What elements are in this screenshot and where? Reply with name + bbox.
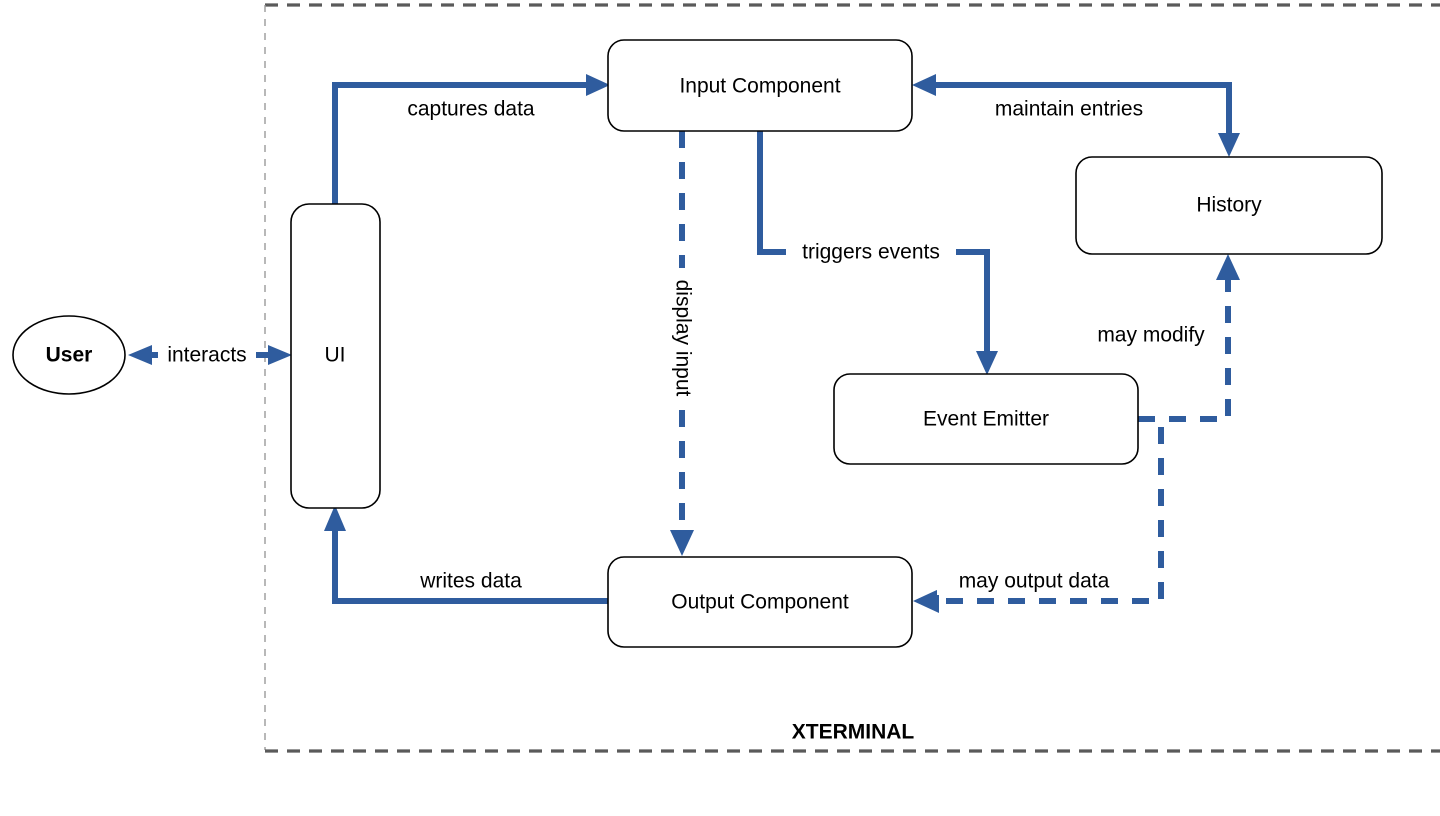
edge-label-may-output-data: may output data xyxy=(959,570,1110,593)
edge-display-input-label-bg xyxy=(668,268,696,408)
edge-maintain-entries: maintain entries xyxy=(912,74,1240,157)
edge-interacts: interacts xyxy=(128,341,292,369)
edge-may-output-data-label-bg xyxy=(937,567,1132,595)
edge-may-modify-line xyxy=(1138,268,1231,422)
node-user-shape[interactable] xyxy=(12,315,126,395)
edge-label-writes-data: writes data xyxy=(419,570,522,593)
edge-triggers-events-arrowhead xyxy=(976,351,998,375)
edge-label-interacts: interacts xyxy=(167,344,246,367)
node-input-component[interactable]: Input Component xyxy=(607,39,913,132)
node-output-component-shape[interactable] xyxy=(607,556,913,648)
node-ui-label: UI xyxy=(325,344,346,367)
node-event-emitter[interactable]: Event Emitter xyxy=(833,373,1139,465)
edge-triggers-events: triggers events xyxy=(757,131,998,375)
node-output-component-label: Output Component xyxy=(671,591,849,614)
edge-label-maintain-entries: maintain entries xyxy=(995,98,1143,121)
edge-label-display-input: display input xyxy=(671,280,694,397)
edge-display-input-arrowhead xyxy=(670,530,694,556)
edge-writes-data-arrowhead xyxy=(324,505,346,531)
edge-display-input: display input xyxy=(668,131,696,556)
edge-label-may-modify: may modify xyxy=(1097,324,1205,347)
edge-maintain-entries-line xyxy=(925,82,1232,146)
edge-may-output-data: may output data xyxy=(913,416,1164,613)
edge-interacts-arrowhead-left xyxy=(128,345,152,365)
edge-writes-data-line xyxy=(332,519,608,604)
node-event-emitter-shape[interactable] xyxy=(833,373,1139,465)
edge-label-captures-data: captures data xyxy=(407,98,535,121)
node-history[interactable]: History xyxy=(1075,156,1383,255)
edge-may-output-data-line xyxy=(928,416,1164,604)
node-input-component-label: Input Component xyxy=(679,75,840,98)
node-history-shape[interactable] xyxy=(1075,156,1383,255)
node-history-label: History xyxy=(1196,194,1262,217)
edge-maintain-entries-arrowhead-down xyxy=(1218,133,1240,157)
edge-may-modify-arrowhead xyxy=(1216,254,1240,280)
node-ui[interactable]: UI xyxy=(290,203,381,509)
edge-captures-data-line xyxy=(332,82,598,204)
edge-captures-data: captures data xyxy=(332,74,610,204)
node-event-emitter-label: Event Emitter xyxy=(923,408,1049,431)
edge-captures-data-arrowhead xyxy=(586,74,610,96)
edge-maintain-entries-arrowhead-left xyxy=(912,74,936,96)
edge-writes-data: writes data xyxy=(324,505,608,604)
boundary-title-xterminal: XTERMINAL xyxy=(792,721,915,744)
edge-label-triggers-events: triggers events xyxy=(802,241,940,264)
edge-may-output-data-arrowhead xyxy=(913,589,939,613)
node-output-component[interactable]: Output Component xyxy=(607,556,913,648)
edge-triggers-events-label-bg xyxy=(786,238,956,266)
edge-interacts-arrowhead-right xyxy=(268,345,292,365)
node-user-label: User xyxy=(46,344,93,367)
node-input-component-shape[interactable] xyxy=(607,39,913,132)
edge-interacts-label-bg xyxy=(158,341,256,369)
node-user[interactable]: User xyxy=(12,315,126,395)
node-ui-shape[interactable] xyxy=(290,203,381,509)
xterminal-boundary xyxy=(264,3,1440,753)
edge-may-modify: may modify xyxy=(1097,254,1240,422)
